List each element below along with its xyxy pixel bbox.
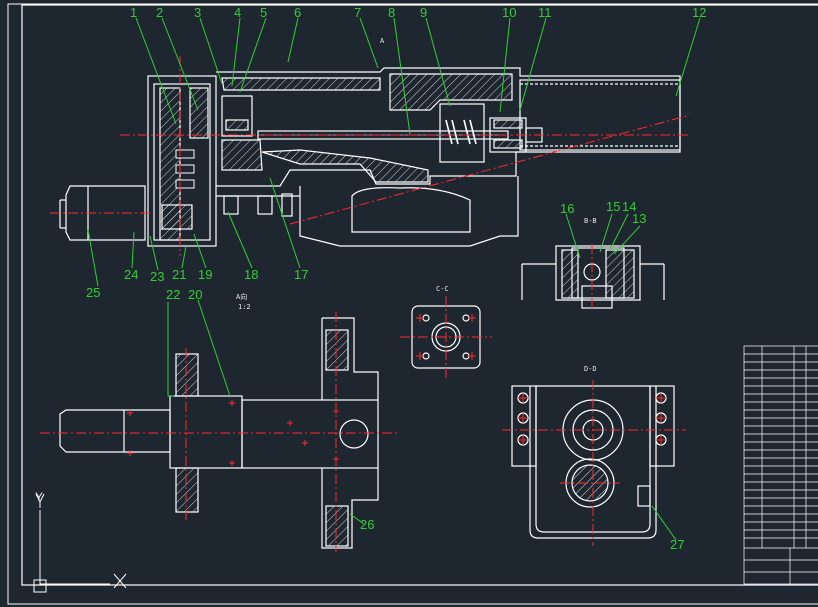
section-marker-a: A (380, 37, 385, 45)
part-label-20: 20 (188, 287, 203, 302)
view-a-label: A向 (236, 293, 248, 301)
part-label-22: 22 (166, 287, 181, 302)
part-label-15: 15 (606, 199, 621, 214)
ucs-y-label: Y (35, 490, 44, 504)
part-label-26: 26 (360, 517, 375, 532)
ucs-icon (33, 493, 127, 593)
part-label-3: 3 (194, 5, 202, 20)
part-label-13: 13 (632, 211, 647, 226)
part-label-14: 14 (622, 199, 637, 214)
part-label-17: 17 (294, 267, 309, 282)
part-label-23: 23 (150, 269, 165, 284)
part-label-1: 1 (130, 5, 138, 20)
part-label-18: 18 (244, 267, 259, 282)
leader-lines (87, 17, 701, 541)
section-cc-label: C-C (436, 285, 449, 293)
centerlines (40, 56, 691, 552)
part-label-11: 11 (538, 5, 552, 20)
part-label-16: 16 (560, 201, 575, 216)
inner-frame (21, 4, 818, 586)
part-label-19: 19 (198, 267, 213, 282)
outer-frame (7, 3, 818, 605)
title-block (744, 345, 818, 583)
title-block-grid (743, 345, 818, 585)
part-label-9: 9 (420, 5, 428, 20)
section-bb-label: B-B (584, 217, 597, 225)
part-label-7: 7 (354, 5, 362, 20)
view-a-scale: 1:2 (238, 303, 251, 311)
part-label-4: 4 (234, 5, 242, 20)
part-label-25: 25 (86, 285, 101, 300)
part-label-8: 8 (388, 5, 396, 20)
main-section-view (59, 67, 681, 549)
section-dd-label: D-D (584, 365, 597, 373)
part-label-6: 6 (294, 5, 302, 20)
part-label-24: 24 (124, 267, 139, 282)
part-label-21: 21 (172, 267, 187, 282)
part-label-12: 12 (692, 5, 707, 20)
cross-marks (127, 314, 666, 466)
part-label-2: 2 (156, 5, 164, 20)
part-label-5: 5 (260, 5, 268, 20)
part-label-27: 27 (670, 537, 685, 552)
part-label-10: 10 (502, 5, 517, 20)
